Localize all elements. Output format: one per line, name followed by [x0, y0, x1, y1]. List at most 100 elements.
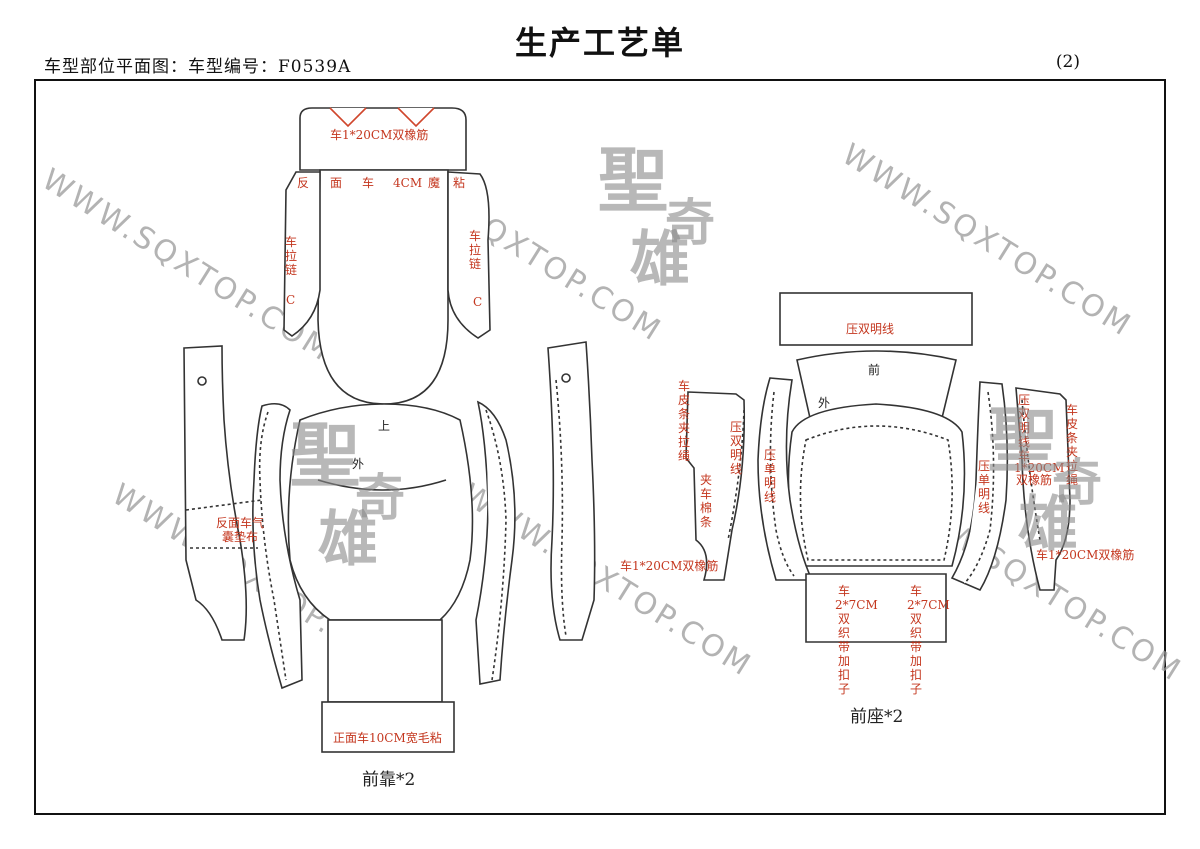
label-ls-1: 压	[764, 448, 776, 462]
label-lc-4: 条	[700, 515, 712, 529]
label-zip-left-1: 车	[285, 234, 297, 249]
label-lc-1: 夹	[700, 473, 712, 487]
label-bl-5: 带	[838, 640, 850, 654]
zip-strip-right	[447, 171, 491, 339]
label-bl-6: 加	[838, 654, 850, 668]
front-backrest-group	[183, 107, 596, 753]
label-zip-left-3: 链	[285, 262, 297, 277]
label-rp-5: 拉	[1066, 458, 1078, 473]
label-br-7: 扣	[910, 668, 922, 682]
grommet-hole	[561, 373, 571, 383]
label-outer: 外	[352, 457, 364, 471]
label-ld-2: 双	[730, 434, 742, 448]
backrest-lower-panel	[287, 403, 474, 621]
left-labels: 车1*20CM双橡筋 反 面 车 4CM 魔 粘 车 拉 链 C 车 拉 链 C…	[216, 127, 482, 790]
label-ls-3: 明	[764, 476, 776, 490]
label-zip-right-2: 拉	[469, 242, 481, 257]
label-rd-4: 线	[1018, 435, 1030, 449]
label-re-2: 1*20CM	[1014, 461, 1064, 475]
backrest-upper-panel	[317, 169, 449, 405]
label-rp-6: 绳	[1066, 473, 1078, 487]
sheet-title: 生产工艺单	[514, 24, 685, 62]
label-top-elastic: 车1*20CM双橡筋	[330, 127, 428, 142]
model-subtitle: 车型部位平面图：车型编号：F0539A	[44, 57, 352, 77]
label-lp-3: 条	[678, 407, 690, 421]
zip-strip-left	[283, 171, 321, 337]
label-bl-2: 2*7CM	[835, 598, 878, 612]
side-wing-far-left	[183, 345, 248, 641]
label-zip-right-3: 链	[469, 256, 481, 271]
label-bl-4: 织	[838, 626, 850, 640]
label-bl-3: 双	[838, 612, 850, 626]
label-zip-right-1: 车	[469, 228, 481, 243]
side-wing-far-right	[547, 341, 596, 641]
logo-char: 奇	[355, 468, 405, 527]
logo-char: 奇	[1052, 453, 1102, 512]
logo-char: 雄	[1018, 490, 1078, 560]
seat-side-right-outer	[1015, 387, 1071, 591]
label-br-2: 2*7CM	[907, 598, 950, 612]
label-rs-4: 线	[978, 501, 990, 515]
front-seat-group	[685, 292, 1071, 643]
headrest-top-panel	[299, 107, 467, 171]
label-rs-2: 单	[978, 473, 990, 487]
logo-watermarks: 聖 奇 雄 聖 奇 雄 聖 奇 雄	[290, 139, 1102, 575]
label-band-2: 面	[330, 176, 342, 190]
label-lc-3: 棉	[700, 501, 712, 515]
label-br-6: 加	[910, 654, 922, 668]
label-left-elastic: 车1*20CM双橡筋	[620, 558, 718, 573]
seat-bottom-panel	[805, 573, 947, 643]
label-rs-1: 压	[978, 459, 990, 473]
label-lp-2: 皮	[678, 393, 690, 407]
drawing-frame	[34, 79, 1166, 815]
logo-char: 聖	[290, 414, 360, 497]
velcro-strip	[321, 701, 455, 753]
label-c-left: C	[286, 293, 295, 307]
label-rp-3: 条	[1066, 431, 1078, 445]
logo-char: 奇	[665, 193, 715, 252]
label-zip-left-2: 拉	[285, 248, 297, 263]
label-rd-2: 双	[1018, 407, 1030, 421]
label-band-6: 粘	[453, 175, 465, 190]
label-band-3: 车	[362, 175, 374, 190]
label-ls-2: 单	[764, 462, 776, 476]
label-airbag-line2: 囊垫布	[222, 529, 258, 544]
label-c-right: C	[473, 295, 482, 309]
label-re-3: 双橡筋	[1016, 472, 1052, 487]
label-lp-1: 车	[678, 378, 690, 393]
label-rd-1: 压	[1018, 393, 1030, 407]
logo-char: 雄	[630, 225, 690, 295]
label-right-elastic: 车1*20CM双橡筋	[1036, 547, 1134, 562]
label-rs-3: 明	[978, 487, 990, 501]
label-br-5: 带	[910, 640, 922, 654]
label-ld-3: 明	[730, 448, 742, 462]
logo-char: 雄	[318, 505, 378, 575]
bottom-flap	[327, 619, 443, 703]
label-bottom-velcro: 正面车10CM宽毛粘	[333, 730, 442, 745]
label-ls-4: 线	[764, 490, 776, 504]
logo-char: 聖	[988, 399, 1058, 482]
right-labels: 压双明线 前 外 车 皮 条 夹 拉 绳 夹 车 棉 条 车1*20CM双橡筋 …	[620, 322, 1134, 727]
caption-front-backrest: 前靠*2	[362, 770, 415, 790]
label-lp-5: 拉	[678, 434, 690, 449]
label-br-8: 子	[910, 682, 922, 696]
label-seat-outer: 外	[818, 396, 830, 410]
label-front: 前	[868, 362, 880, 377]
label-br-3: 双	[910, 612, 922, 626]
label-airbag-line1: 反面车气	[216, 515, 264, 530]
label-top-strip: 压双明线	[846, 322, 894, 336]
label-bl-7: 扣	[838, 668, 850, 682]
label-ld-4: 线	[730, 462, 742, 476]
label-band-5: 魔	[428, 175, 440, 190]
label-rd-3: 明	[1018, 421, 1030, 435]
label-bl-1: 车	[838, 583, 850, 598]
label-rp-4: 夹	[1066, 445, 1078, 459]
logo-char: 聖	[598, 139, 668, 222]
label-lc-2: 车	[700, 486, 712, 501]
grommet-hole	[197, 376, 207, 386]
label-br-1: 车	[910, 583, 922, 598]
label-rp-1: 车	[1066, 402, 1078, 417]
label-rp-2: 皮	[1066, 417, 1078, 431]
label-band-1: 反	[297, 176, 309, 190]
